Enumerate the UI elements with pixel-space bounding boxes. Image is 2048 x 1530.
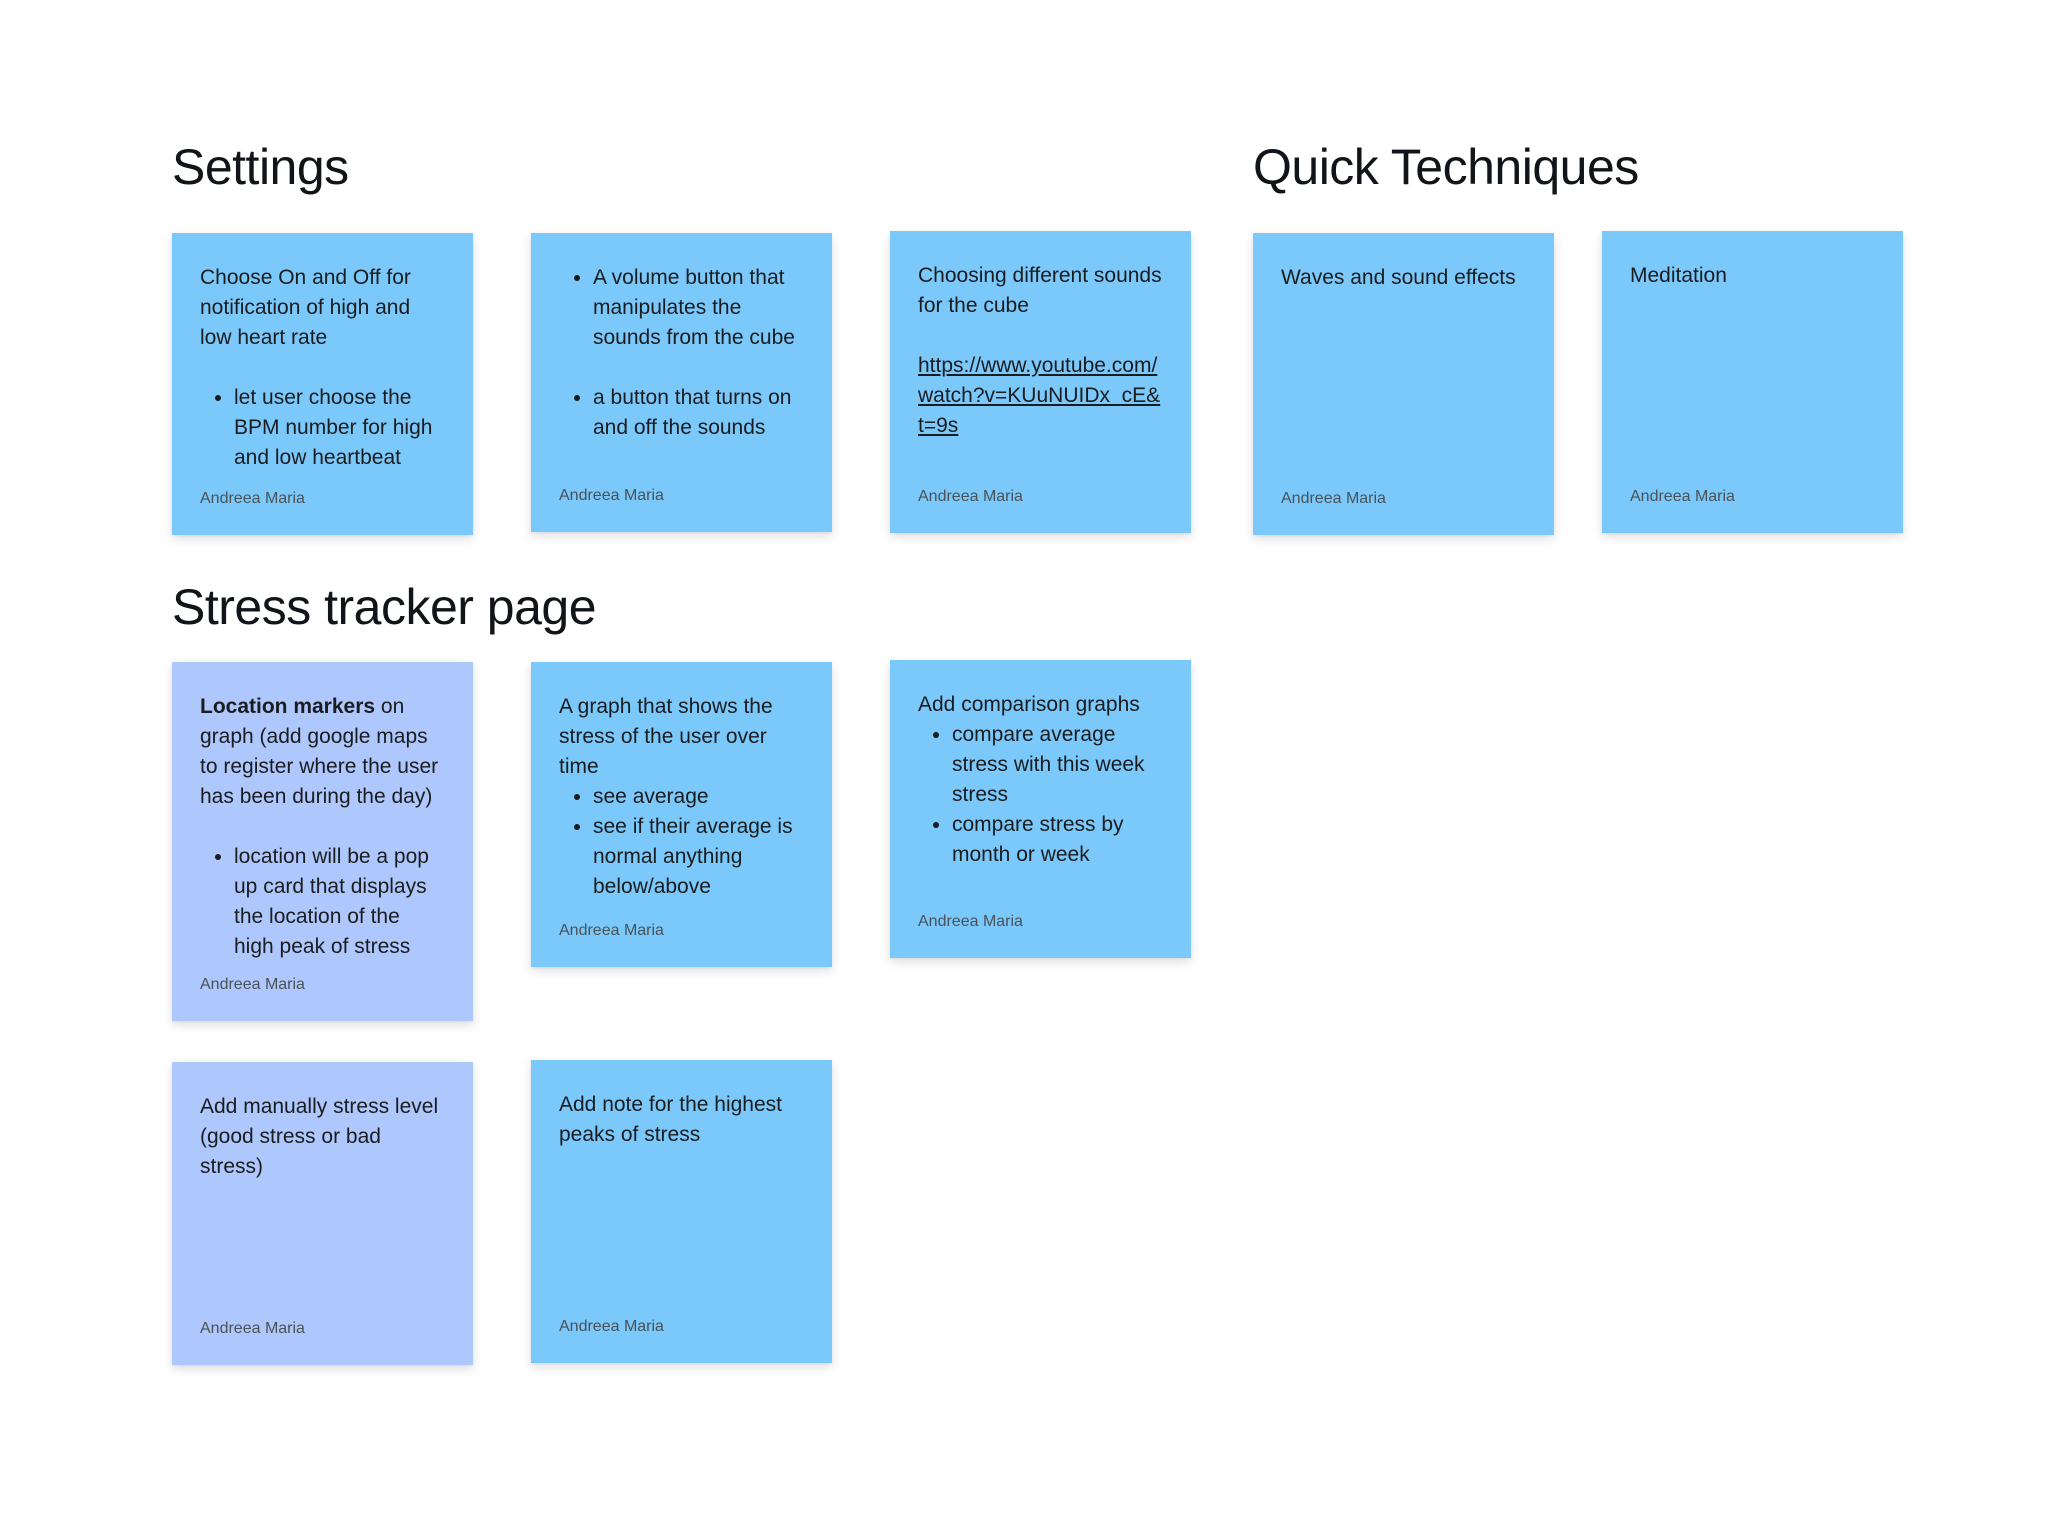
sticky-note-bullet-list: location will be a pop up card that disp… bbox=[200, 842, 445, 962]
bullet-item: compare average stress with this week st… bbox=[952, 720, 1163, 810]
sticky-note-text-bold: Location markers bbox=[200, 695, 376, 718]
sticky-note-bullet-list: compare average stress with this week st… bbox=[918, 720, 1163, 870]
sticky-note-stress-graph[interactable]: A graph that shows the stress of the use… bbox=[531, 662, 832, 967]
section-heading-quick-techniques: Quick Techniques bbox=[1253, 139, 1639, 195]
sticky-note-comparison-graphs[interactable]: Add comparison graphs compare average st… bbox=[890, 660, 1191, 958]
sticky-note-body: A volume button that manipulates the sou… bbox=[559, 263, 804, 468]
sticky-note-notification[interactable]: Choose On and Off for notification of hi… bbox=[172, 233, 473, 535]
section-heading-settings: Settings bbox=[172, 139, 349, 195]
sticky-note-text: Add comparison graphs bbox=[918, 693, 1140, 716]
sticky-note-highest-peaks-note[interactable]: Add note for the highest peaks of stress… bbox=[531, 1060, 832, 1363]
sticky-note-link-paragraph: https://www.youtube.com/watch?v=KUuNUIDx… bbox=[918, 351, 1163, 441]
sticky-note-author: Andreea Maria bbox=[200, 1320, 305, 1337]
sticky-note-body: Meditation bbox=[1630, 261, 1875, 487]
sticky-note-manual-stress-level[interactable]: Add manually stress level (good stress o… bbox=[172, 1062, 473, 1365]
sticky-note-body: Choosing different sounds for the cube h… bbox=[918, 261, 1163, 469]
bullet-item: let user choose the BPM number for high … bbox=[234, 383, 445, 473]
sticky-note-text: Add note for the highest peaks of stress bbox=[559, 1093, 782, 1146]
sticky-note-text: A graph that shows the stress of the use… bbox=[559, 695, 773, 778]
sticky-note-author: Andreea Maria bbox=[1630, 488, 1735, 505]
sticky-note-text: Choosing different sounds for the cube bbox=[918, 264, 1162, 317]
sticky-note-body: Add manually stress level (good stress o… bbox=[200, 1092, 445, 1319]
sticky-note-bullet-list: let user choose the BPM number for high … bbox=[200, 383, 445, 473]
sticky-note-sounds[interactable]: Choosing different sounds for the cube h… bbox=[890, 231, 1191, 533]
bullet-item: location will be a pop up card that disp… bbox=[234, 842, 445, 962]
sticky-note-author: Andreea Maria bbox=[918, 488, 1023, 505]
sticky-note-text-rest: on graph (add google maps to register wh… bbox=[200, 695, 439, 808]
bullet-item: a button that turns on and off the sound… bbox=[593, 383, 804, 443]
section-heading-stress-tracker: Stress tracker page bbox=[172, 579, 597, 635]
sticky-note-body: Choose On and Off for notification of hi… bbox=[200, 263, 445, 471]
sticky-note-bullet-list: see average see if their average is norm… bbox=[559, 782, 804, 902]
sticky-note-bullet-list: A volume button that manipulates the sou… bbox=[559, 263, 804, 443]
bullet-item: A volume button that manipulates the sou… bbox=[593, 263, 804, 353]
sticky-note-text: Location markers on graph (add google ma… bbox=[200, 692, 445, 812]
sticky-note-location-markers[interactable]: Location markers on graph (add google ma… bbox=[172, 662, 473, 1021]
sticky-note-body: A graph that shows the stress of the use… bbox=[559, 692, 804, 903]
sticky-note-body: Waves and sound effects bbox=[1281, 263, 1526, 489]
bullet-item: compare stress by month or week bbox=[952, 810, 1163, 870]
bullet-item: see if their average is normal anything … bbox=[593, 812, 804, 902]
sticky-note-volume[interactable]: A volume button that manipulates the sou… bbox=[531, 233, 832, 532]
sticky-note-waves[interactable]: Waves and sound effects Andreea Maria bbox=[1253, 233, 1554, 535]
sticky-note-author: Andreea Maria bbox=[200, 976, 305, 993]
sticky-note-author: Andreea Maria bbox=[1281, 490, 1386, 507]
sticky-note-author: Andreea Maria bbox=[200, 490, 305, 507]
sticky-note-body: Add note for the highest peaks of stress bbox=[559, 1090, 804, 1317]
sticky-note-body: Add comparison graphs compare average st… bbox=[918, 690, 1163, 894]
sticky-note-meditation[interactable]: Meditation Andreea Maria bbox=[1602, 231, 1903, 533]
sticky-note-author: Andreea Maria bbox=[559, 922, 664, 939]
youtube-link[interactable]: https://www.youtube.com/watch?v=KUuNUIDx… bbox=[918, 354, 1161, 437]
sticky-note-text: Choose On and Off for notification of hi… bbox=[200, 266, 411, 349]
sticky-note-text: Add manually stress level (good stress o… bbox=[200, 1095, 439, 1178]
sticky-note-author: Andreea Maria bbox=[559, 1318, 664, 1335]
sticky-note-text: Waves and sound effects bbox=[1281, 266, 1516, 289]
sticky-note-author: Andreea Maria bbox=[918, 913, 1023, 930]
sticky-note-body: Location markers on graph (add google ma… bbox=[200, 692, 445, 958]
bullet-item: see average bbox=[593, 782, 804, 812]
sticky-note-author: Andreea Maria bbox=[559, 487, 664, 504]
sticky-note-text: Meditation bbox=[1630, 264, 1727, 287]
